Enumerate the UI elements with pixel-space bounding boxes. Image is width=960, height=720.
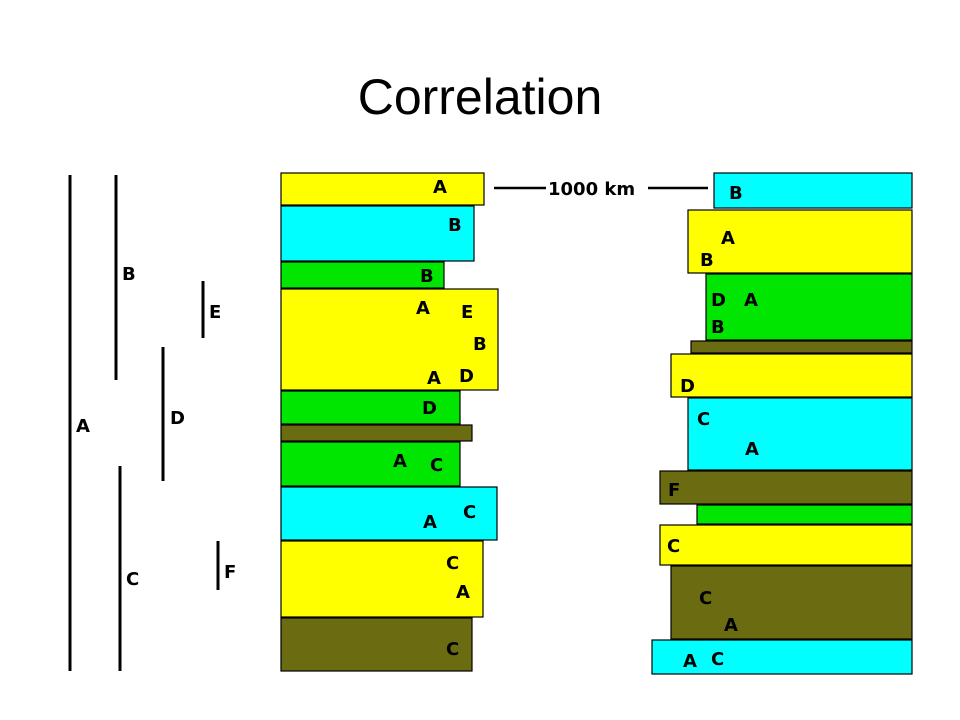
fossil-label: C [430,455,443,476]
right-layer-6 [687,397,913,471]
right-layer-1 [713,172,913,209]
range-label-c: C [126,569,139,590]
left-layer-4 [280,288,499,391]
left-layer-2 [280,205,475,262]
right-layer-3 [705,273,913,341]
range-label-a: A [76,416,90,437]
fossil-label: B [700,250,714,271]
fossil-label: C [667,536,680,557]
fossil-label: C [699,588,712,609]
distance-label: 1000 km [548,179,635,200]
left-layer-8 [280,486,498,541]
left-column: A B B A E B A D D A C A C C A C [280,172,499,672]
left-layer-7 [280,441,461,487]
right-column: B A B D A B D C A F C C A A C [651,172,913,675]
fossil-label: B [420,266,434,287]
fossil-label: A [423,512,437,533]
fossil-label: A [427,368,441,389]
left-layer-10 [280,617,473,672]
page-title: Correlation [357,69,603,125]
range-label-b: B [122,264,136,285]
fossil-label: D [422,398,437,419]
fossil-label: A [721,228,735,249]
right-layer-5 [670,353,913,398]
fossil-label: A [393,451,407,472]
right-layer-8 [696,504,913,525]
range-label-e: E [209,302,221,323]
right-layer-2 [687,209,913,274]
fossil-label: C [446,553,459,574]
left-layer-9 [280,540,484,618]
right-layer-4 [690,340,913,354]
left-layer-1 [280,172,485,206]
fossil-label: B [448,215,462,236]
fossil-label: A [433,177,447,198]
fossil-label: D [680,376,695,397]
fossil-label: C [711,649,724,670]
fossil-label: A [744,290,758,311]
right-layer-11 [651,639,913,675]
fossil-label: A [724,615,738,636]
fossil-label: A [683,651,697,672]
fossil-label: A [416,298,430,319]
left-layer-5 [280,390,461,425]
distance-marker: 1000 km [494,179,708,200]
fossil-label: B [711,317,725,338]
left-layer-3 [280,261,445,289]
right-layer-9 [659,524,913,566]
right-layer-7 [659,470,913,505]
fossil-label: D [711,290,726,311]
range-key: A B E D C F [68,175,236,671]
fossil-label: B [473,334,487,355]
right-layer-10 [670,565,913,640]
fossil-label: F [668,480,680,501]
range-label-d: D [170,408,185,429]
fossil-label: A [745,439,759,460]
fossil-label: D [459,366,474,387]
range-label-f: F [224,562,236,583]
fossil-label: C [697,409,710,430]
left-layer-6 [280,424,473,442]
fossil-label: B [729,183,743,204]
fossil-label: C [446,639,459,660]
fossil-label: C [463,502,476,523]
fossil-label: A [456,582,470,603]
fossil-label: E [461,302,473,323]
